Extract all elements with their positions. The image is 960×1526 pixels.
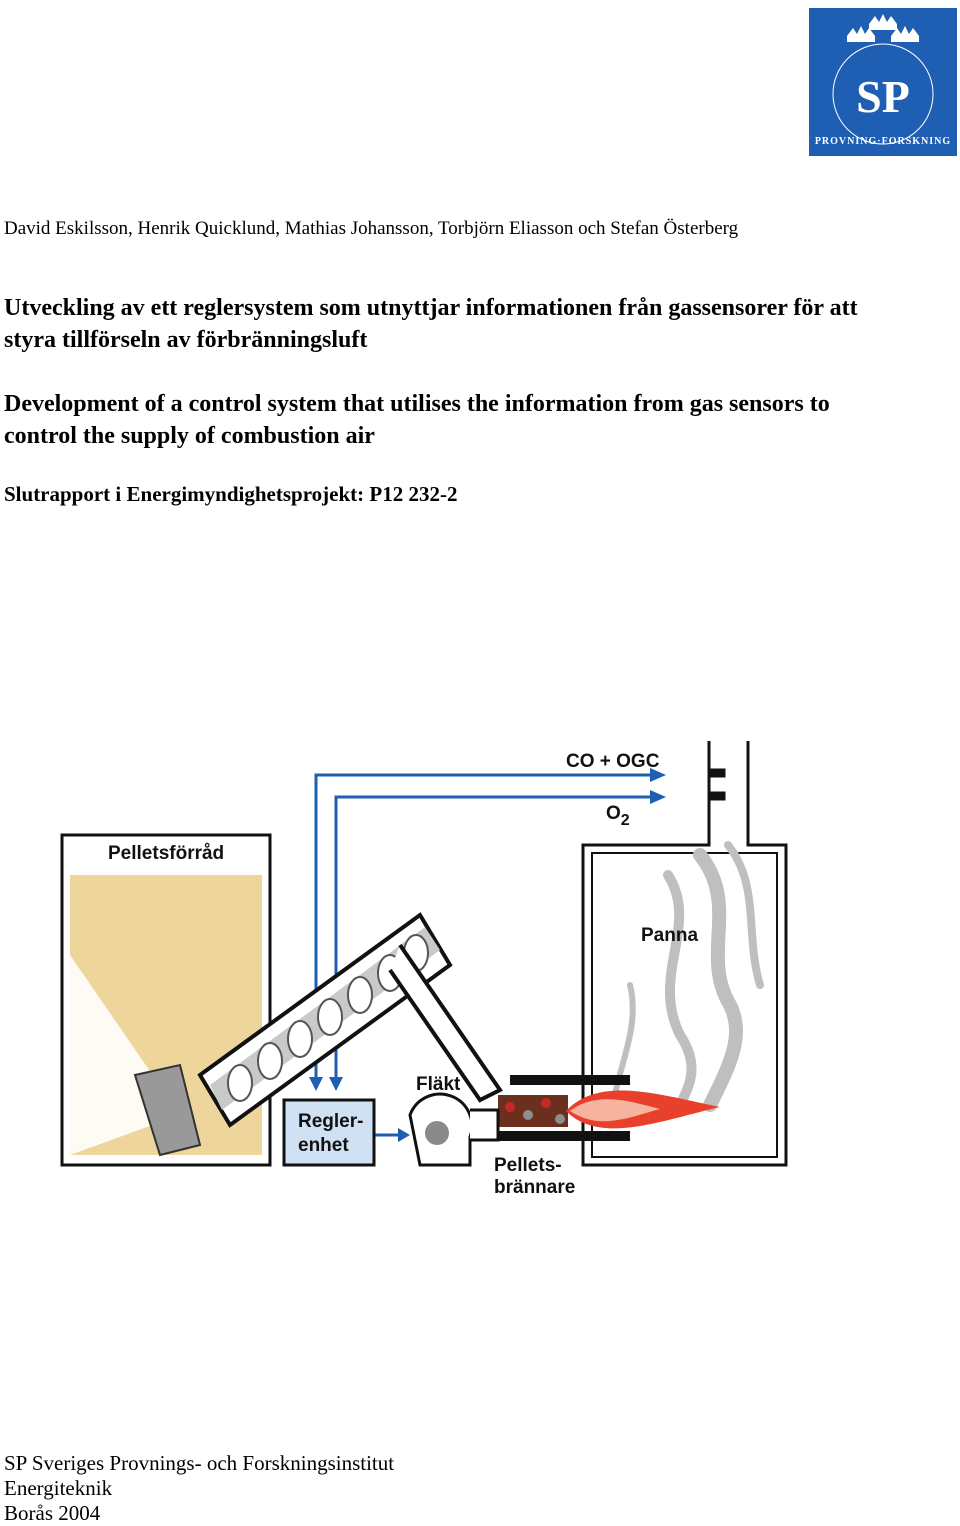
label-o2-sub: 2 — [621, 812, 630, 829]
label-o2-main: O — [606, 803, 621, 824]
boiler — [581, 741, 788, 1167]
label-pellet-storage: Pelletsförråd — [108, 843, 224, 864]
label-control-unit-line1: Regler- — [298, 1111, 363, 1132]
label-co-ogc: CO + OGC — [566, 751, 660, 772]
label-burner-line2: brännare — [494, 1177, 575, 1198]
smoke-plumes — [612, 841, 764, 1112]
auger-tube — [197, 912, 503, 1128]
label-burner-line1: Pellets- — [494, 1155, 562, 1176]
sp-logo: SP PROVNING·FORSKNING — [809, 8, 957, 156]
title-swedish: Utveckling av ett reglersystem som utnyt… — [4, 295, 858, 353]
label-o2: O2 — [606, 803, 630, 829]
fan-icon — [408, 1092, 500, 1167]
system-diagram: CO + OGC O2 Pelletsförråd Panna Fläkt Re… — [0, 735, 960, 1205]
logo-monogram: SP — [856, 71, 910, 122]
footer-place-year: Borås 2004 — [4, 1501, 101, 1525]
label-control-unit-line2: enhet — [298, 1135, 349, 1156]
crown-icon — [847, 14, 919, 42]
title-english: Development of a control system that uti… — [4, 391, 830, 449]
footer-department: Energiteknik — [4, 1476, 113, 1500]
pellet-burner — [490, 1075, 720, 1141]
institution-footer: SP Sveriges Provnings- och Forskningsins… — [4, 1451, 394, 1526]
footer-institute: SP Sveriges Provnings- och Forskningsins… — [4, 1451, 395, 1475]
label-boiler: Panna — [641, 925, 698, 946]
control-unit — [282, 1098, 376, 1167]
label-fan: Fläkt — [416, 1074, 461, 1095]
author-list: David Eskilsson, Henrik Quicklund, Mathi… — [4, 218, 739, 239]
logo-ring-text: PROVNING·FORSKNING — [815, 136, 951, 147]
report-id: Slutrapport i Energimyndighetsprojekt: P… — [4, 482, 458, 506]
arrow-icons — [309, 768, 666, 1142]
sp-logo-graphic: SP PROVNING·FORSKNING — [815, 14, 951, 147]
